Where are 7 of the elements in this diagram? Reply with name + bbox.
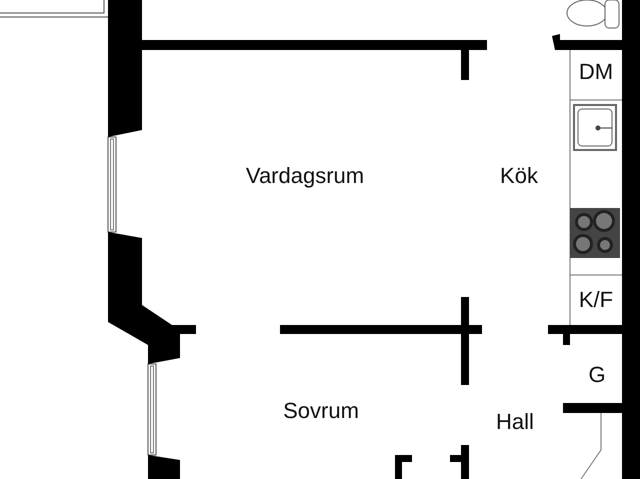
room-label: K/F [578,289,614,311]
room-label: DM [578,61,614,83]
room-label: Kök [500,165,538,187]
room-label: G [588,364,606,386]
room-label: Sovrum [283,400,359,422]
room-label: Vardagsrum [246,165,364,187]
room-label: Hall [496,411,534,433]
